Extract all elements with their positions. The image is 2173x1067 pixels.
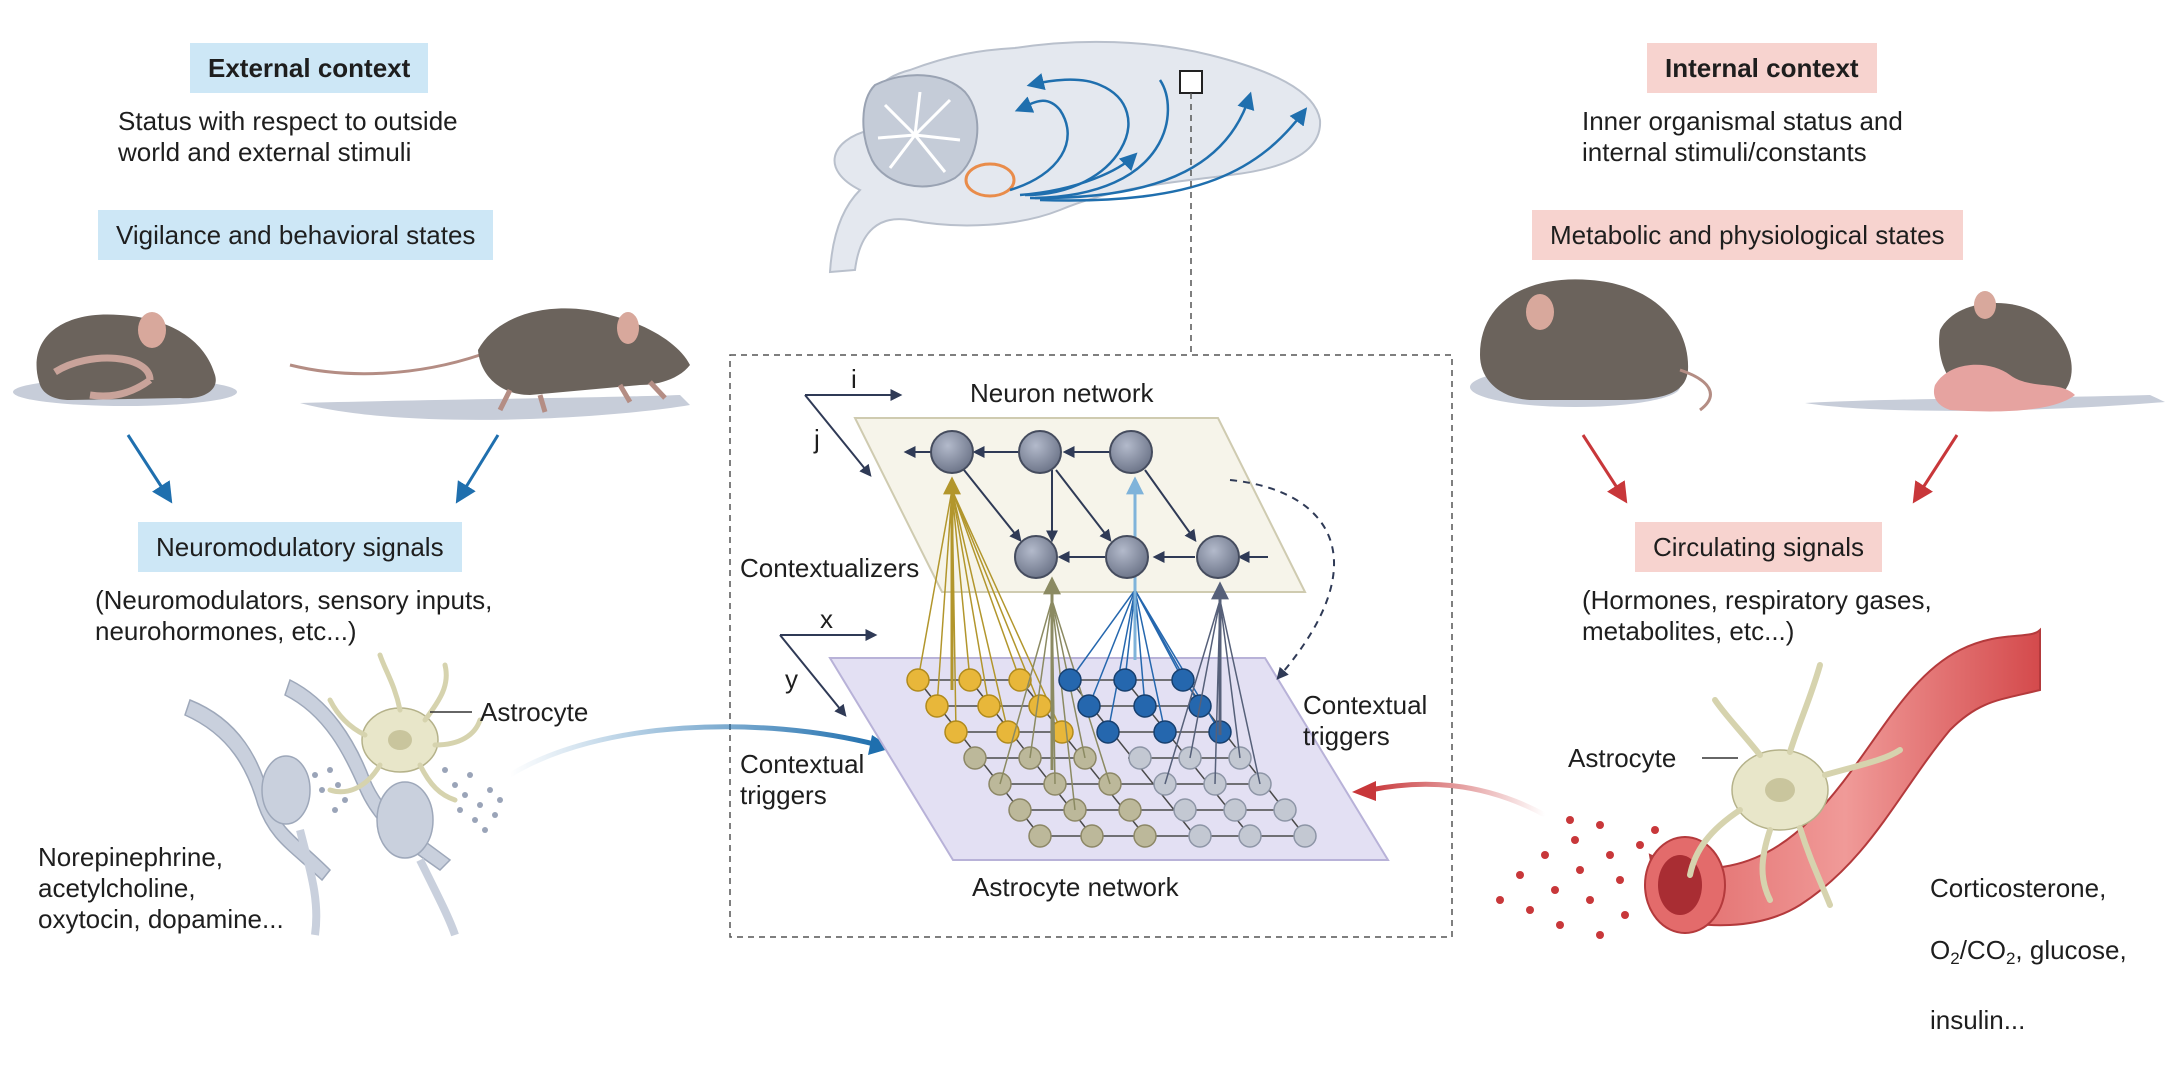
arrow-walk-to-signals (455, 434, 500, 504)
diagram-artwork (13, 40, 2165, 939)
arrow-sleep-to-signals (126, 434, 173, 504)
neuromodulatory-signals-description: (Neuromodulators, sensory inputs, neuroh… (95, 585, 493, 646)
right-trigger-arrowhead (1352, 781, 1376, 801)
contextual-triggers-right-label: Contextual triggers (1303, 690, 1428, 751)
right-trigger-arrow (1369, 781, 1547, 818)
left-astrocyte-label: Astrocyte (480, 697, 589, 727)
glucose-text: , glucose, (2015, 935, 2127, 965)
blood-vessel-illustration (1496, 627, 2041, 939)
neuron-connections (903, 446, 1268, 563)
external-context-description: Status with respect to outside world and… (118, 106, 458, 167)
fat-mouse-illustration (1470, 279, 1712, 412)
oxygen-symbol: O (1930, 935, 1951, 965)
astrocyte-network-label: Astrocyte network (972, 872, 1179, 902)
axis-j-label: j (814, 424, 820, 454)
right-astrocyte-illustration (1687, 662, 1903, 908)
brainstem-nucleus-outline (964, 162, 1016, 198)
mother-mouse-with-pups-illustration (1805, 291, 2165, 412)
central-frame (729, 354, 1453, 938)
neuron-nodes (930, 430, 1240, 579)
circulating-signals-description: (Hormones, respiratory gases, metabolite… (1582, 585, 1932, 646)
left-trigger-arrow (508, 724, 879, 778)
walking-mouse-illustration (289, 308, 690, 420)
circulating-signals-label: Circulating signals (1635, 522, 1882, 572)
neuron-axes (804, 389, 903, 477)
molecules-line-2: O2/CO2, glucose, (1930, 935, 2127, 974)
contextual-triggers-left-label: Contextual triggers (740, 749, 865, 810)
zoom-box (1179, 70, 1203, 94)
internal-context-title: Internal context (1647, 43, 1877, 93)
axon-terminals-illustration (184, 678, 503, 937)
contextualizers-label: Contextualizers (740, 553, 920, 583)
oxygen-subscript: 2 (1950, 949, 1960, 968)
arrow-mother-to-signals (1912, 434, 1959, 504)
circulating-molecules-list: Corticosterone, O2/CO2, glucose, insulin… (1930, 842, 2127, 1067)
brain-illustration (828, 40, 1322, 274)
axis-i-label: i (851, 364, 857, 394)
astrocyte-nodes-gray (1128, 746, 1317, 848)
right-astrocyte-label: Astrocyte (1568, 743, 1677, 773)
neuromodulatory-signals-label: Neuromodulatory signals (138, 522, 462, 572)
astrocyte-axes (779, 629, 878, 717)
axis-x-label: x (820, 604, 833, 634)
left-trigger-arrowhead (868, 735, 892, 755)
external-context-title: External context (190, 43, 429, 93)
left-astrocyte-illustration (327, 652, 483, 803)
vigilance-states-label: Vigilance and behavioral states (98, 210, 494, 260)
axis-y-label: y (785, 664, 798, 694)
molecules-line-1: Corticosterone, (1930, 873, 2107, 903)
co2-subscript: 2 (2005, 949, 2016, 968)
co-symbol: /CO (1959, 935, 2006, 965)
metabolic-states-label: Metabolic and physiological states (1532, 210, 1963, 260)
neuron-network-label: Neuron network (970, 378, 1154, 408)
internal-context-description: Inner organismal status and internal sti… (1582, 106, 1903, 167)
arrow-fat-to-signals (1581, 434, 1628, 504)
sleeping-mouse-illustration (13, 312, 237, 406)
astrocyte-nodes-blue (1058, 668, 1232, 744)
yellow-contextualizer-fan (917, 489, 1063, 733)
feedback-dashed-arrow (1229, 479, 1335, 680)
neuromodulators-list: Norepinephrine, acetylcholine, oxytocin,… (38, 842, 284, 934)
molecules-line-3: insulin... (1930, 1005, 2026, 1035)
